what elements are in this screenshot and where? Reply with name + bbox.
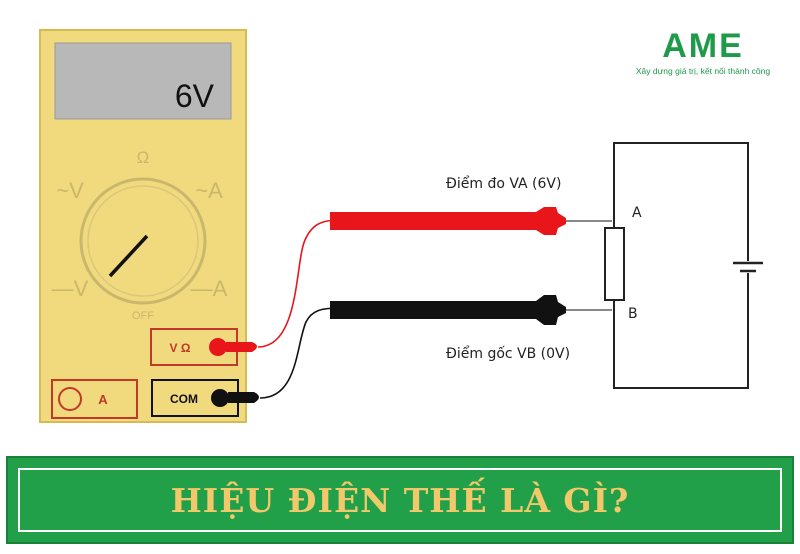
port-com-socket: [211, 389, 229, 407]
brand-logo: AME Xây dựng giá trị, kết nối thành công: [628, 28, 778, 76]
red-probe-cable: [257, 219, 341, 348]
title-banner-frame: HIỆU ĐIỆN THẾ LÀ GÌ?: [18, 468, 782, 532]
black-probe-plug: [228, 392, 259, 403]
brand-tagline: Xây dựng giá trị, kết nối thành công: [635, 66, 771, 76]
red-probe-handle[interactable]: [330, 207, 566, 235]
red-probe-plug: [226, 342, 257, 352]
multimeter: 6V Ω ~V ~A —V —A OFF V Ω A COM: [39, 29, 247, 423]
banner-title: HIỆU ĐIỆN THẾ LÀ GÌ?: [170, 480, 630, 520]
circuit-wire-bottom: [613, 273, 749, 389]
dial-label-off: OFF: [132, 310, 154, 322]
port-amp-label: A: [98, 392, 108, 407]
title-banner: HIỆU ĐIỆN THẾ LÀ GÌ?: [6, 456, 794, 544]
display-value: 6V: [175, 78, 215, 114]
dial-label-ac-amp: ~A: [195, 178, 223, 203]
node-a-label: A: [632, 205, 642, 221]
red-probe: [226, 207, 612, 352]
rotary-dial-inner-ring: [87, 185, 199, 297]
dial-label-dc-amp: —A: [191, 276, 228, 301]
black-probe-handle[interactable]: [330, 295, 566, 325]
black-probe-cable: [259, 307, 341, 399]
port-v-ohm-socket: [209, 338, 227, 356]
brand-name: AME: [662, 27, 744, 65]
reference-point-label: Điểm gốc VB (0V): [446, 345, 570, 362]
multimeter-display: [54, 42, 232, 120]
circuit: A B: [604, 142, 763, 389]
dial-pointer: [108, 234, 149, 278]
rotary-dial[interactable]: [79, 177, 207, 305]
port-v-ohm-label: V Ω: [170, 341, 191, 355]
dial-label-ac-volt: ~V: [56, 178, 84, 203]
port-com-label: COM: [170, 392, 198, 406]
resistor: [604, 227, 625, 301]
circuit-wire-top: [613, 142, 749, 261]
port-amp-socket: [58, 387, 82, 411]
node-b-label: B: [628, 306, 638, 322]
dial-label-dc-volt: —V: [52, 276, 89, 301]
measure-point-label: Điểm đo VA (6V): [446, 175, 561, 192]
dial-label-ohm: Ω: [137, 148, 150, 167]
port-amp[interactable]: [51, 379, 138, 419]
black-probe: [228, 295, 612, 403]
